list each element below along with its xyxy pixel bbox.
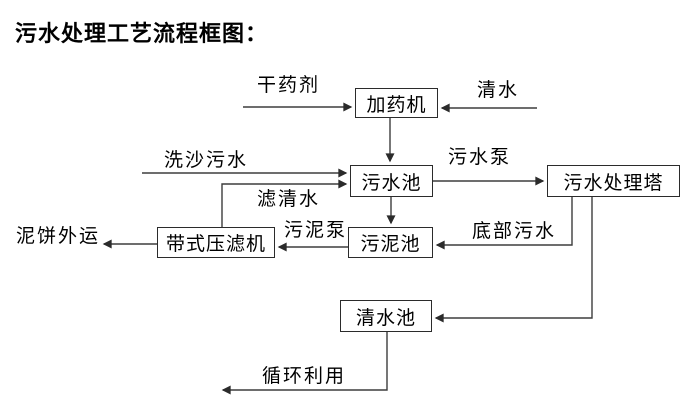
node-belt-filter-press: 带式压滤机 (157, 227, 275, 258)
edge-label-mud-cake-out: 泥饼外运 (16, 226, 101, 247)
edge-label-filtered-water: 滤清水 (257, 189, 321, 210)
arrow-clean-water-pool-to-recycle (221, 332, 388, 395)
node-dosing-machine: 加药机 (355, 88, 438, 118)
node-sludge-pool: 污泥池 (348, 227, 433, 258)
edge-label-recycle: 循环利用 (262, 366, 347, 387)
node-clean-water-pool: 清水池 (340, 300, 432, 332)
arrow-bottom-sewage-to-sludge-pool (435, 197, 573, 250)
arrow-tower-to-clean-water-pool (434, 197, 593, 323)
edge-label-sewage-pump: 污水泵 (448, 147, 512, 168)
arrow-filtered-water-to-sewage-pool (221, 179, 348, 227)
edge-label-sand-washing-sewage: 洗沙污水 (164, 150, 249, 171)
node-treatment-tower: 污水处理塔 (547, 165, 680, 197)
node-sewage-pool: 污水池 (350, 165, 433, 197)
edge-label-sludge-pump: 污泥泵 (284, 220, 348, 241)
edge-label-clean-water: 清水 (477, 80, 520, 101)
edge-label-bottom-sewage: 底部污水 (472, 221, 557, 242)
edge-label-dry-agent: 干药剂 (257, 75, 321, 96)
page-title: 污水处理工艺流程框图： (15, 21, 269, 46)
